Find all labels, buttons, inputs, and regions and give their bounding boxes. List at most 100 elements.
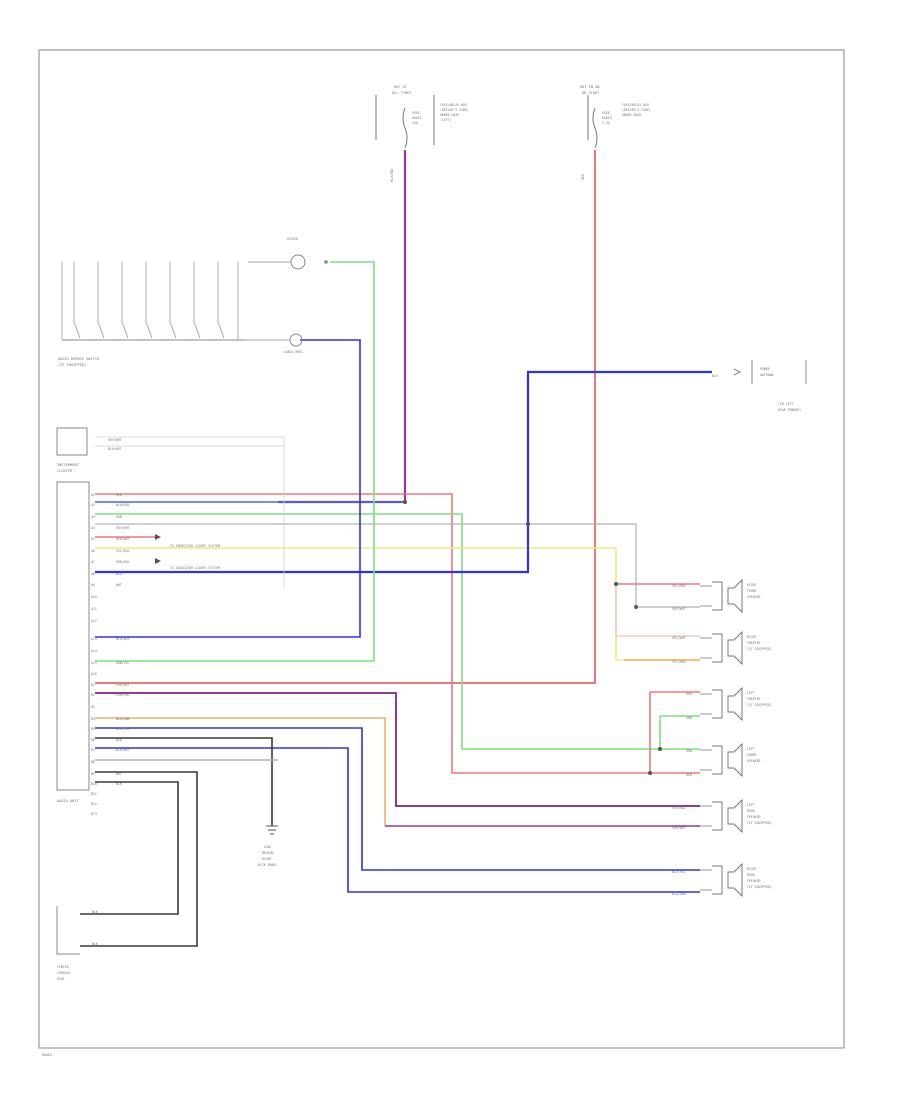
wl-blu-yel: BLU/YEL: [116, 727, 130, 731]
fuse-left-note-4: (LEFT): [440, 118, 452, 122]
wire-b6-blu: [95, 727, 700, 871]
radio-pin-label: A1: [91, 493, 95, 497]
speaker-connector: [712, 745, 723, 775]
sp-wl-9: PUR/RED: [672, 806, 686, 810]
wire-a1-red: [95, 493, 700, 774]
speaker-icon: [727, 798, 743, 834]
speaker-icon: [727, 862, 743, 898]
wire-a15-grn: [95, 261, 375, 662]
wire-lt-grn: [659, 715, 700, 749]
speaker-label: TWEETER: [747, 697, 761, 701]
speaker-icon: [727, 630, 743, 666]
antenna-loc-2: REAR FENDER): [778, 408, 801, 412]
ground-g401: G401 BEHIND RIGHT KICK PANEL: [258, 825, 278, 867]
switch-contact-2: [97, 262, 105, 339]
clock-label: CLOCK: [287, 237, 299, 241]
fuse-right-wire-label: RED: [581, 174, 585, 180]
diagram-frame: [38, 49, 845, 1049]
speaker-label: SPEAKER: [747, 595, 761, 599]
radio-pin-label: A14: [91, 649, 97, 653]
wl-grn-yel: GRN/YEL: [116, 661, 130, 665]
speaker-label: RIGHT: [747, 635, 757, 639]
clock-node: [324, 260, 328, 264]
radio-pin-label: A10: [91, 595, 97, 599]
fuse-left-note-2: (DRIVER'S SIDE): [440, 108, 469, 112]
ground-label-3: RIGHT: [262, 857, 272, 861]
speaker-label: REAR: [747, 873, 755, 877]
wl-pur-red: PUR/RED: [116, 693, 130, 697]
fuse-left-label-4: RADIO: [412, 116, 422, 120]
switch-contact-1: [61, 262, 81, 340]
wire-center-gnd-2: [80, 781, 179, 915]
sp-wl-2: GRY/WHT: [672, 607, 686, 611]
fuse-left-note-3: UNDER DASH: [440, 113, 459, 117]
radio-pin-label: A15: [91, 661, 97, 665]
wire-a4-gry: [95, 523, 637, 607]
wl-pur-wht: PUR/WHT: [116, 683, 130, 687]
switch-contact-3: [121, 262, 129, 339]
center-label-3: G501: [57, 977, 65, 981]
radio-pin-label: A6: [91, 549, 95, 553]
page-code: RADIO: [42, 1053, 52, 1057]
fuse-left-symbol: [402, 107, 408, 149]
steering-label-1: AUDIO REMOTE SWITCH: [58, 357, 99, 361]
instrument-wire-1: GRY/WHT: [108, 438, 122, 442]
radio-box: [56, 481, 90, 791]
wire-red-fuse: [95, 150, 596, 684]
steering-switch: AUDIO REMOTE SWITCH (IF EQUIPPED) CABLE …: [58, 262, 303, 367]
radio-pin-label: B12: [91, 802, 97, 806]
radio-pin-label: B7: [91, 748, 95, 752]
wire-b5-orange: [95, 717, 386, 826]
wire-a13-bluwht: [95, 339, 361, 638]
splice-3: [614, 582, 618, 586]
speaker-label: FRONT: [747, 589, 757, 593]
instrument-line-1: [95, 436, 285, 588]
antenna-wire-label: BLU: [712, 374, 718, 378]
speaker-label: LEFT: [747, 747, 755, 751]
speaker-icon: [727, 578, 743, 614]
speaker-icon: [727, 742, 743, 778]
antenna-label-1: POWER: [760, 367, 770, 371]
switch-contact-7: [217, 262, 225, 339]
wl-wht-2: WHT: [116, 772, 122, 776]
speaker-label: FRONT: [747, 753, 757, 757]
wire-rt-a: [615, 584, 700, 637]
wl-red-wht: RED/WHT: [116, 537, 130, 541]
clock-symbol-icon: [290, 254, 306, 270]
speaker-connector: [712, 801, 723, 831]
power-antenna: BLU POWER ANTENNA (IN LEFT REAR FENDER): [712, 360, 807, 412]
wire-a3-grn: [95, 513, 700, 750]
fuse-left-label-2: ALL TIMES: [392, 91, 411, 95]
center-console-ground: BLK BLK CENTER CONSOLE G501: [56, 906, 98, 981]
fuse-right-label-1: HOT IN ON: [580, 85, 599, 89]
speaker-label: LEFT: [747, 803, 755, 807]
radio-pin-label: A12: [91, 619, 97, 623]
instrument-wire-2: BLU/WHT: [108, 447, 122, 451]
speaker-label: (IF EQUIPPED): [747, 821, 772, 825]
center-wire-2: BLK: [92, 942, 98, 946]
radio-pin-label: B4: [91, 717, 95, 721]
wire-labels: RED BLU/RED GRN GRY/WHT RED/WHT YEL/BLU …: [116, 493, 220, 786]
indicator-note-2: TO INDICATOR LIGHTS SYSTEM: [170, 566, 220, 570]
radio-pin-label: B8: [91, 760, 95, 764]
radio-pin-label: B2: [91, 693, 95, 697]
radio-pin-label: A2: [91, 503, 95, 507]
fuse-right-note-1: FUSE/RELAY BOX: [622, 103, 649, 107]
radio-pin-label: B9: [91, 772, 95, 776]
instrument-box: [56, 427, 88, 456]
fuse-right: HOT IN ON OR START FUSE RADIO 7.5A FUSE/…: [580, 85, 651, 180]
fuse-right-symbol: [592, 107, 598, 149]
switch-contacts: [61, 262, 239, 340]
wl-blu-grn: BLU/GRN: [116, 717, 130, 721]
ground-label-1: G401: [264, 845, 272, 849]
fuse-left-wire-label: BLU/RED: [390, 168, 394, 182]
speaker-connector: [712, 689, 723, 719]
wl-grn: GRN: [116, 515, 122, 519]
sp-wl-3: GRY/WHT: [672, 636, 686, 640]
switch-contact-4: [145, 262, 153, 339]
wl-wht: WHT: [116, 583, 122, 587]
fuse-left: HOT AT ALL TIMES FUSE RADIO 15A FUSE/REL…: [375, 85, 469, 182]
